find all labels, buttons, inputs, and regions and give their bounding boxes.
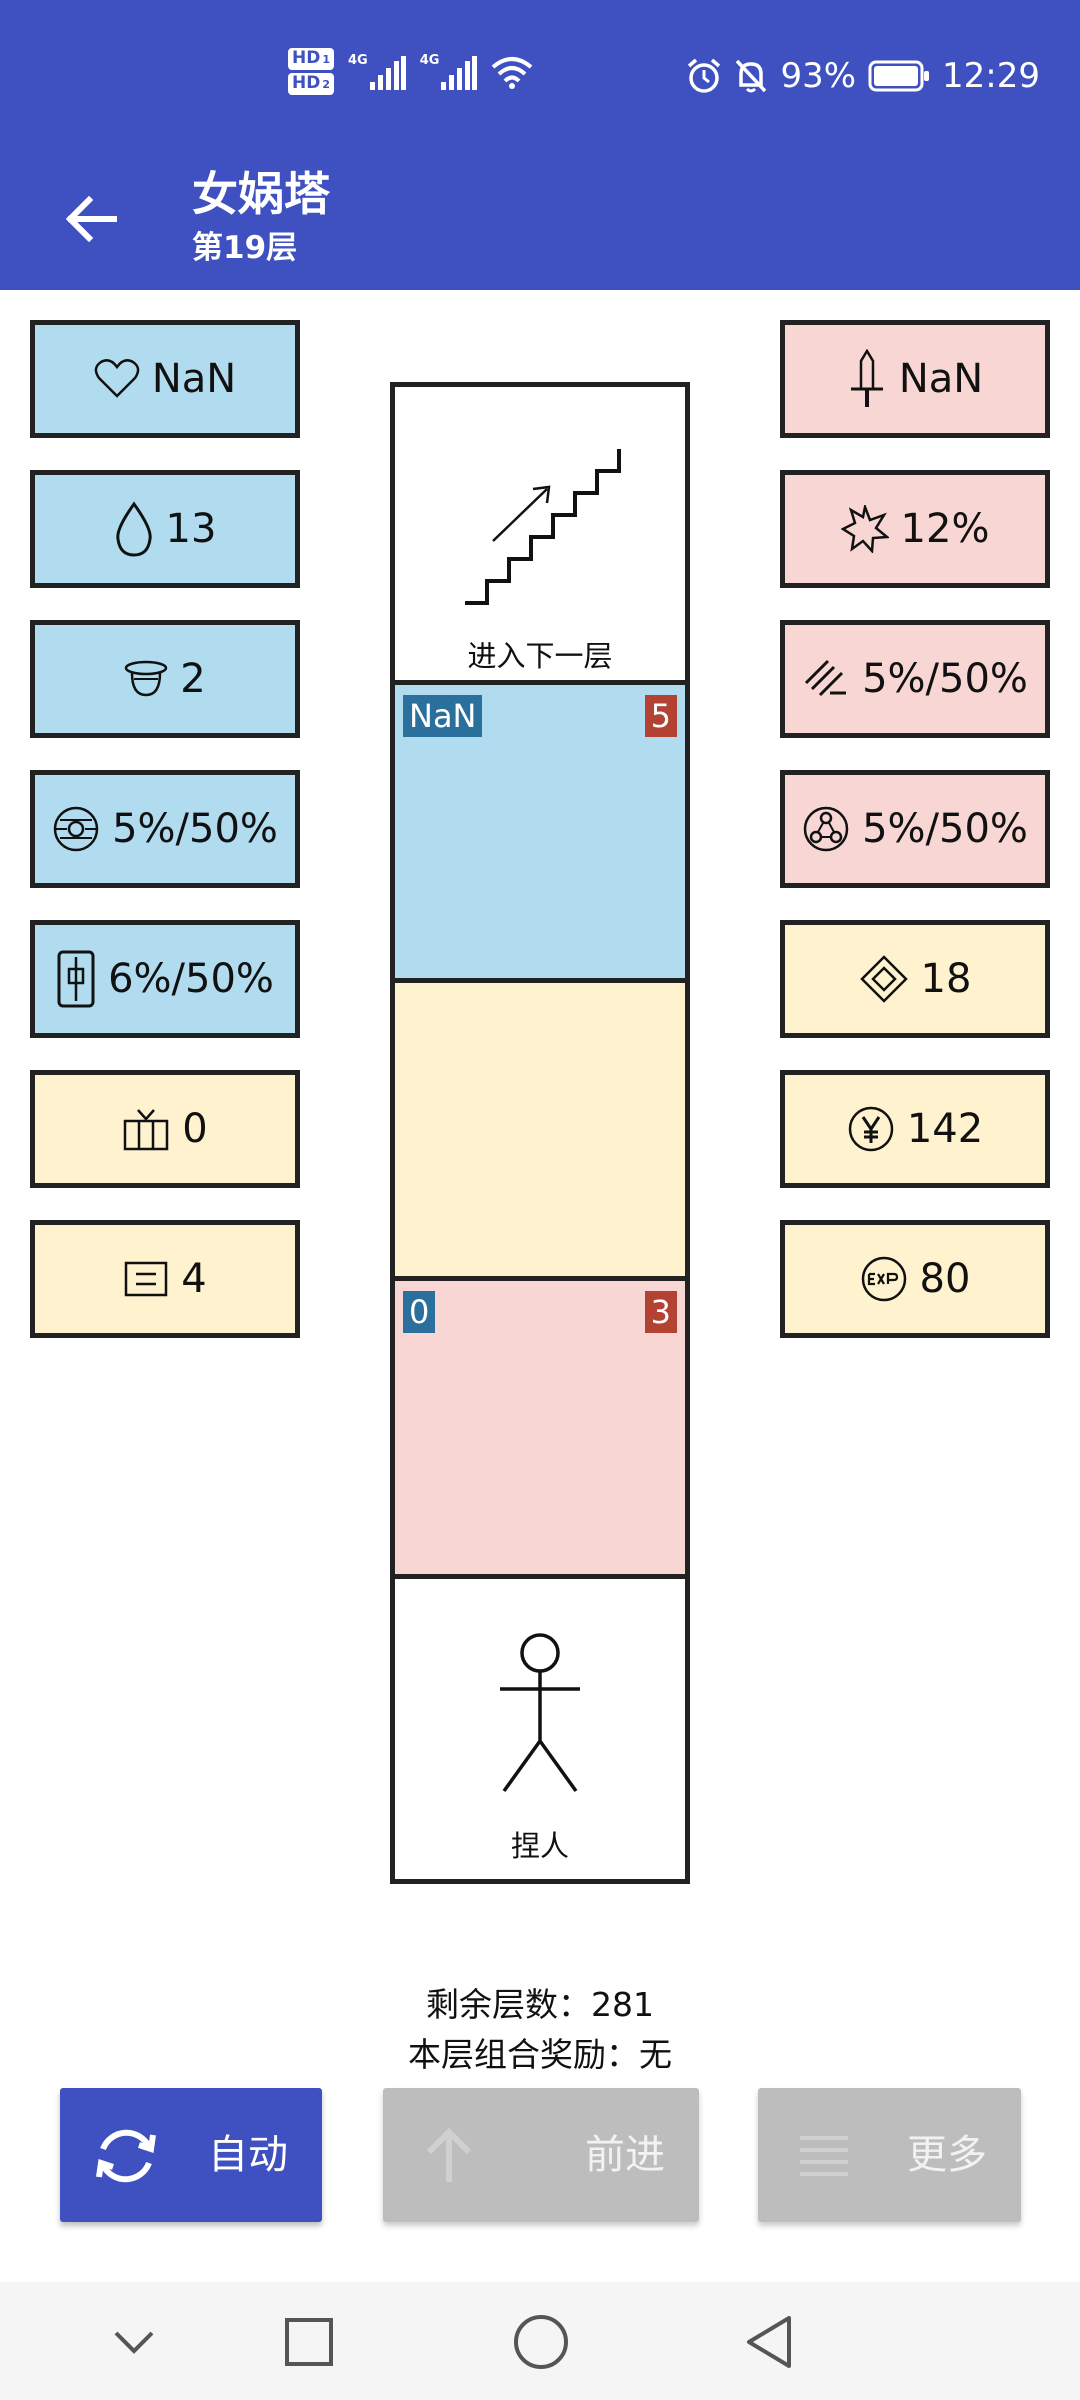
auto-button[interactable]: 自动 [60, 2088, 322, 2222]
diamond-icon [859, 955, 908, 1003]
burst-icon [840, 505, 889, 553]
nav-collapse-button[interactable] [98, 2306, 170, 2378]
app-bar: 女娲塔 第19层 [0, 150, 1080, 290]
forward-button[interactable]: 前进 [383, 2088, 699, 2222]
next-floor-label: 进入下一层 [467, 639, 613, 673]
stat-hp: NaN [30, 320, 300, 438]
arrow-left-icon [65, 196, 117, 242]
signal-2: 4G [420, 53, 478, 90]
stat-gift: 0 [30, 1070, 300, 1188]
arrow-up-icon [413, 2120, 485, 2192]
battery-percent: 93% [780, 56, 857, 96]
stat-coin: 142 [780, 1070, 1050, 1188]
stat-exp: 80 [780, 1220, 1050, 1338]
tower-cell-blue[interactable]: NaN 5 [395, 685, 685, 983]
square-icon [285, 2318, 333, 2366]
battery-icon [868, 60, 930, 92]
stat-dodge: 5%/50% [30, 770, 300, 888]
stat-slash: 5%/50% [780, 620, 1050, 738]
signal-bars-icon [369, 56, 406, 90]
signal-1: 4G [348, 53, 406, 90]
card-icon [125, 1261, 168, 1297]
system-nav-bar [0, 2282, 1080, 2400]
clock: 12:29 [942, 56, 1040, 96]
stat-card: 4 [30, 1220, 300, 1338]
nav-home-button[interactable] [505, 2306, 577, 2378]
cell-right-badge: 3 [644, 1291, 677, 1333]
heart-icon [94, 359, 140, 398]
exp-icon [861, 1256, 906, 1302]
page-title: 女娲塔 [192, 167, 330, 221]
signal-bars-icon [441, 56, 478, 90]
stick-figure-icon [500, 1633, 580, 1793]
nav-recents-button[interactable] [273, 2306, 345, 2378]
tower-cell-pink[interactable]: 0 3 [395, 1281, 685, 1579]
stat-block: 6%/50% [30, 920, 300, 1038]
nav-back-button[interactable] [733, 2306, 805, 2378]
tower-cell-next-floor[interactable]: 进入下一层 [395, 387, 685, 685]
stat-defense: 2 [30, 620, 300, 738]
refresh-icon [90, 2120, 162, 2192]
stat-attack: NaN [780, 320, 1050, 438]
chevron-down-icon [114, 2331, 154, 2354]
character-label: 捏人 [510, 1829, 569, 1863]
back-button[interactable] [50, 178, 132, 260]
yen-coin-icon [848, 1106, 894, 1152]
disc-icon [53, 806, 99, 852]
shield-icon [57, 950, 95, 1008]
wifi-icon [492, 56, 533, 89]
cell-left-badge: NaN [403, 695, 483, 737]
helmet-icon [125, 660, 168, 697]
sword-icon [850, 349, 883, 407]
mute-bell-icon [736, 59, 767, 93]
tower-cell-yellow[interactable] [395, 983, 685, 1281]
stat-gem: 18 [780, 920, 1050, 1038]
cell-right-badge: 5 [644, 695, 677, 737]
combo-reward-text: 本层组合奖励：无 [408, 2035, 672, 2074]
tower: 进入下一层 NaN 5 0 3 捏人 [390, 382, 690, 1884]
remaining-floors-text: 剩余层数：281 [426, 1985, 654, 2024]
cell-left-badge: 0 [403, 1291, 436, 1333]
stat-crit: 12% [780, 470, 1050, 588]
more-button[interactable]: 更多 [758, 2088, 1021, 2222]
tower-cell-character[interactable]: 捏人 [395, 1579, 685, 1879]
status-right: 93% 12:29 [686, 56, 1040, 96]
stat-combo: 5%/50% [780, 770, 1050, 888]
triangle-back-icon [747, 2316, 791, 2368]
menu-lines-icon [788, 2120, 860, 2192]
alarm-icon [688, 58, 721, 93]
circle-icon [514, 2315, 568, 2369]
stat-mp: 13 [30, 470, 300, 588]
page-subtitle: 第19层 [192, 230, 298, 266]
triangle-node-icon [803, 806, 849, 852]
slash-icon [805, 659, 847, 697]
stairs-icon [465, 449, 621, 605]
gift-box-icon [124, 1109, 169, 1151]
drop-icon [115, 501, 152, 557]
